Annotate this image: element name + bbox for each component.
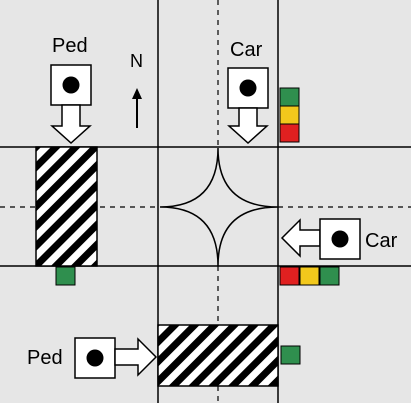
signal-light-red (279, 266, 300, 286)
conflict-area (159, 147, 279, 267)
ped-bottom-actor-icon (74, 337, 116, 379)
car-top-actor-icon (227, 67, 269, 109)
signal-ped-west (55, 266, 76, 286)
signal-light-green (319, 266, 340, 286)
signal-light-red (279, 123, 300, 143)
car-right-label: Car (365, 230, 398, 252)
signal-car-south (279, 87, 300, 143)
signal-ped-south (280, 345, 301, 365)
car-top-arrow-icon (227, 107, 269, 145)
ped-bottom-label: Ped (27, 347, 63, 369)
ped-top-arrow-icon (50, 104, 92, 145)
ped-top-actor-icon (50, 64, 92, 106)
north-label: N (130, 51, 143, 71)
car-top-label: Car (230, 39, 263, 61)
north-arrow-icon (132, 88, 142, 128)
car-right-actor-icon (319, 218, 361, 260)
signal-light-green (279, 87, 300, 107)
crosswalk-south (157, 324, 279, 387)
ped-top-label: Ped (52, 35, 88, 57)
signal-car-west (279, 266, 340, 286)
ped-bottom-arrow-icon (114, 337, 158, 377)
signal-light-yellow (279, 105, 300, 125)
signal-light-yellow (299, 266, 320, 286)
crosswalk-west (35, 146, 98, 267)
car-right-arrow-icon (280, 218, 321, 258)
